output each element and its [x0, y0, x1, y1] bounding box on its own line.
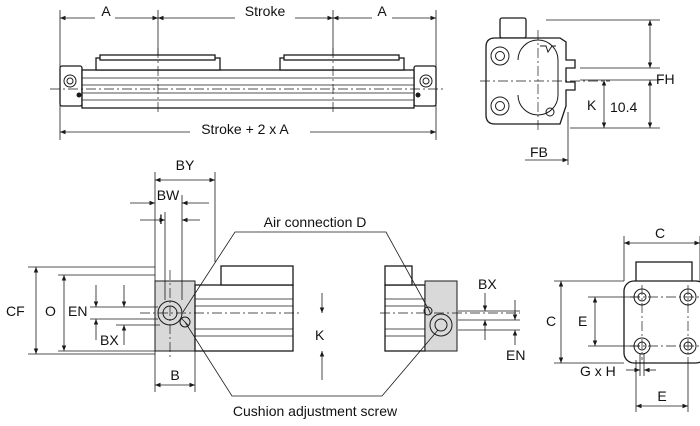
side-view: A Stroke A Stroke + 2 x A [50, 3, 446, 140]
label-by: BY [176, 157, 195, 173]
label-10-4: 10.4 [610, 99, 637, 115]
label-a-left: A [101, 3, 111, 19]
end-view: FH K 10.4 FB [480, 17, 675, 165]
label-cushion-screw: Cushion adjustment screw [233, 403, 398, 419]
label-air-connection: Air connection D [264, 214, 367, 230]
label-en-left: EN [68, 303, 87, 319]
section-view: BY BW I Air connection D CF O EN BX B K … [6, 157, 525, 419]
label-bw: BW [157, 187, 180, 203]
label-gxh: G x H [580, 363, 616, 379]
label-fb: FB [530, 144, 548, 160]
label-bx-right: BX [478, 276, 497, 292]
label-e-bottom: E [657, 388, 666, 404]
label-fh: FH [656, 71, 675, 87]
label-c-left: C [546, 313, 556, 329]
label-bx-left: BX [100, 332, 119, 348]
label-stroke-total: Stroke + 2 x A [201, 121, 289, 137]
label-o: O [45, 303, 56, 319]
end-plate-view: C C E G x H E [546, 225, 700, 412]
label-cf: CF [6, 303, 25, 319]
label-a-right: A [377, 3, 387, 19]
label-b: B [170, 367, 179, 383]
label-c-top: C [655, 225, 665, 241]
label-e-left: E [578, 313, 587, 329]
label-en-right: EN [506, 347, 525, 363]
label-stroke: Stroke [245, 3, 286, 19]
label-i: I [159, 211, 163, 227]
label-k: K [587, 97, 597, 113]
label-k-section: K [315, 327, 325, 343]
